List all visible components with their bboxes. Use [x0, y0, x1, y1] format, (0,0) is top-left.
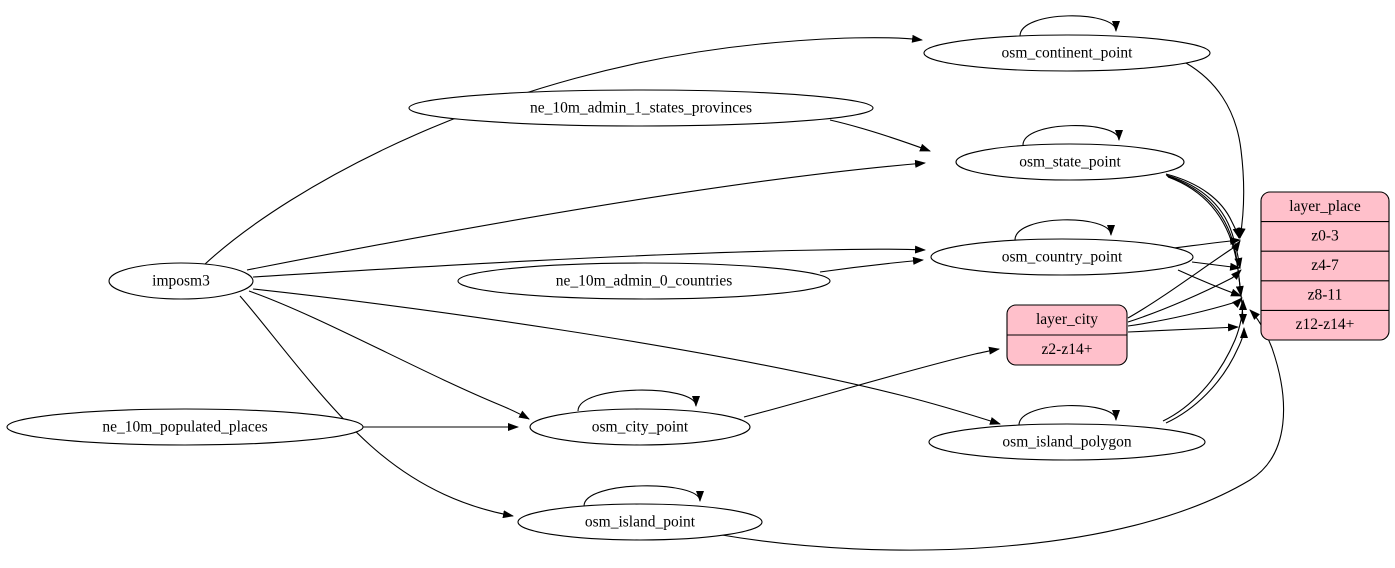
- record-row-layer_city-z2-z14[interactable]: z2-z14+: [1042, 341, 1093, 358]
- node-label-ne_10m_admin_0_countries: ne_10m_admin_0_countries: [556, 273, 733, 290]
- record-row-layer_place-z4-7[interactable]: z4-7: [1311, 257, 1339, 274]
- node-osm_state_point[interactable]: osm_state_point: [955, 143, 1185, 181]
- edge-imposm3-to-osm_island_polygon: [252, 288, 1001, 425]
- node-ne_10m_populated_places[interactable]: ne_10m_populated_places: [6, 408, 364, 446]
- edge-imposm3-to-osm_country_point: [252, 245, 926, 278]
- edge-layer: [203, 15, 1285, 551]
- edge-osm_island_polygon-to-layer_place-z8-11: [1162, 299, 1247, 422]
- record-row-layer_place-z8-11[interactable]: z8-11: [1308, 287, 1343, 304]
- node-layer_place[interactable]: layer_place z0-3 z4-7 z8-11 z12-z14+: [1260, 191, 1390, 341]
- edge-layer_city-to-layer_place-z12: [1127, 323, 1239, 333]
- record-node-layer: layer_place z0-3 z4-7 z8-11 z12-z14+ lay…: [1006, 191, 1390, 366]
- edge-imposm3-to-osm_city_point: [248, 290, 530, 420]
- selfloop-osm_city_point: [577, 389, 700, 412]
- edge-osm_state_point-to-layer_place-z0-3: [1165, 173, 1241, 239]
- node-label-osm_island_polygon: osm_island_polygon: [1002, 434, 1131, 451]
- selfloop-osm_island_point: [583, 485, 704, 507]
- node-label-osm_continent_point: osm_continent_point: [1002, 45, 1134, 62]
- node-label-ne_10m_admin_1_states_provinces: ne_10m_admin_1_states_provinces: [530, 100, 752, 117]
- record-row-layer_place-z0-3[interactable]: z0-3: [1311, 228, 1339, 245]
- node-label-osm_country_point: osm_country_point: [1002, 249, 1123, 266]
- edge-osm_continent_point-to-layer_place: [1185, 62, 1246, 239]
- node-ne_10m_admin_1_states_provinces[interactable]: ne_10m_admin_1_states_provinces: [408, 89, 874, 127]
- selfloop-osm_continent_point: [1019, 15, 1120, 37]
- record-row-layer_place-header: layer_place: [1289, 198, 1361, 215]
- selfloop-osm_state_point: [1022, 125, 1123, 146]
- node-osm_island_point[interactable]: osm_island_point: [517, 503, 763, 541]
- node-osm_island_polygon[interactable]: osm_island_polygon: [928, 423, 1206, 461]
- node-layer_city[interactable]: layer_city z2-z14+: [1006, 304, 1128, 366]
- node-osm_city_point[interactable]: osm_city_point: [529, 408, 751, 446]
- edge-layer_city-to-layer_place-z4-7: [1127, 269, 1242, 323]
- node-layer: imposm3 ne_10m_admin_1_states_provinces …: [6, 34, 1211, 541]
- edge-layer_city-to-layer_place-z8-11: [1127, 297, 1243, 327]
- edge-osm_island_polygon-to-layer_place-z12: [1165, 327, 1248, 424]
- node-osm_continent_point[interactable]: osm_continent_point: [923, 34, 1211, 72]
- edge-imposm3-to-osm_continent_point: [203, 34, 923, 266]
- edge-osm_country_point-to-layer_place-z8-11: [1177, 269, 1242, 297]
- node-label-imposm3: imposm3: [152, 273, 210, 290]
- selfloop-osm_country_point: [1014, 219, 1115, 241]
- edge-osm_state_point-to-layer_place-z4-7: [1165, 174, 1243, 269]
- node-label-osm_city_point: osm_city_point: [592, 419, 689, 436]
- edge-imposm3-to-osm_state_point: [246, 159, 926, 271]
- edge-ne_10m_admin_1_states_provinces-to-osm_state_point: [829, 119, 931, 152]
- record-row-layer_city-header: layer_city: [1036, 311, 1098, 328]
- node-imposm3[interactable]: imposm3: [108, 262, 254, 300]
- node-label-ne_10m_populated_places: ne_10m_populated_places: [102, 419, 267, 436]
- edge-layer_city-to-layer_place-z0-3: [1127, 240, 1241, 319]
- selfloop-osm_island_polygon: [1018, 405, 1120, 426]
- record-row-layer_place-z12-z14[interactable]: z12-z14+: [1296, 316, 1355, 333]
- node-ne_10m_admin_0_countries[interactable]: ne_10m_admin_0_countries: [457, 262, 831, 300]
- node-label-osm_state_point: osm_state_point: [1019, 154, 1121, 171]
- edge-osm_country_point-to-layer_place-z0-3: [1173, 237, 1241, 249]
- edge-imposm3-to-osm_island_point: [239, 295, 514, 519]
- edge-osm_country_point-to-layer_place-z4-7: [1191, 261, 1241, 271]
- node-osm_country_point[interactable]: osm_country_point: [930, 238, 1194, 276]
- edge-osm_island_point-to-layer_place: [721, 309, 1285, 551]
- node-label-osm_island_point: osm_island_point: [585, 514, 696, 531]
- edge-ne_10m_admin_0_countries-to-osm_country_point: [819, 256, 924, 273]
- edge-osm_city_point-to-layer_city: [743, 346, 1000, 418]
